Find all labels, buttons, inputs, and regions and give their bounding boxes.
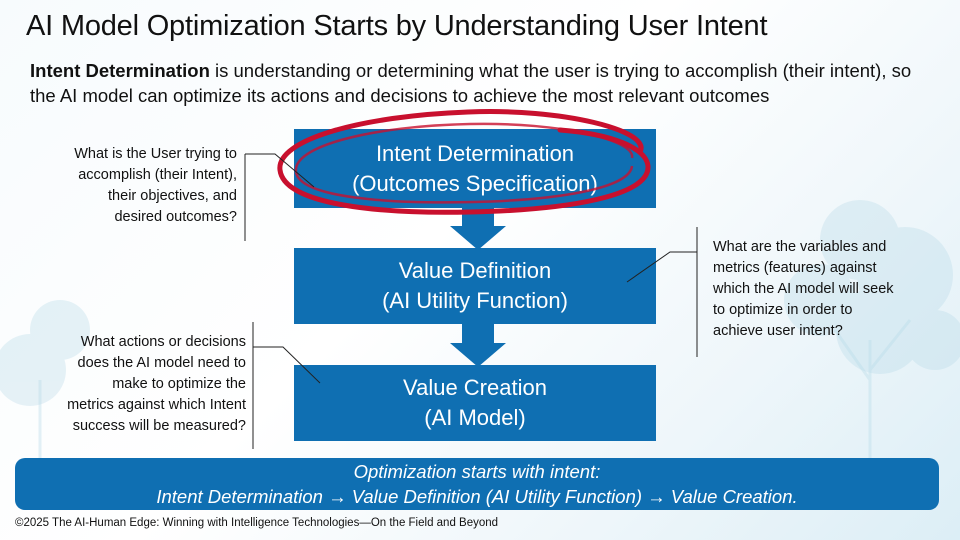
intro-text: is understanding or determining what the… [30,60,912,106]
callout-line: their objectives, and [108,188,237,204]
banner-line-2: Intent Determination → Value Definition … [156,486,798,507]
down-arrow-icon [450,323,506,367]
box-subtitle: (AI Model) [424,405,526,430]
callout-line: What is the User trying to [74,146,237,162]
callout-line: does the AI model need to [77,355,247,371]
box-title: Value Creation [403,375,547,400]
callout-line: accomplish (their Intent), [78,167,237,183]
callout-actions-decisions: What actions or decisions does the AI mo… [67,332,246,437]
callout-line: to optimize in order to [713,302,853,318]
callout-line: metrics against which Intent [67,397,246,413]
callout-user-intent: What is the User trying to accomplish (t… [74,144,237,228]
value-creation-box: Value Creation (AI Model) [294,365,656,441]
callout-line: success will be measured? [72,418,246,434]
callout-line: desired outcomes? [114,209,237,225]
banner-line-1: Optimization starts with intent: [353,461,601,482]
callout-line: What are the variables and [713,239,887,255]
summary-banner: Optimization starts with intent: Intent … [15,458,939,510]
callout-line: achieve user intent? [713,323,843,339]
box-title: Intent Determination [375,140,575,166]
box-title: Value Definition [398,258,552,283]
callout-line: What actions or decisions [80,334,246,350]
box-subtitle: (AI Utility Function) [382,288,568,313]
down-arrow-icon [450,206,506,250]
callout-line: which the AI model will seek [713,281,894,297]
callout-line: make to optimize the [112,376,246,392]
copyright-footer: ©2025 The AI-Human Edge: Winning with In… [15,517,499,529]
value-definition-box: Value Definition (AI Utility Function) [294,248,656,324]
callout-line: metrics (features) against [713,260,877,276]
box-subtitle: (Outcomes Specification) [352,170,598,196]
page-title: AI Model Optimization Starts by Understa… [26,10,768,42]
intro-bold-term: Intent Determination [30,60,210,81]
intro-paragraph: Intent Determination is understanding or… [30,58,940,108]
intent-determination-box: Intent Determination (Outcomes Specifica… [294,129,656,208]
callout-variables-metrics: What are the variables and metrics (feat… [713,237,894,342]
